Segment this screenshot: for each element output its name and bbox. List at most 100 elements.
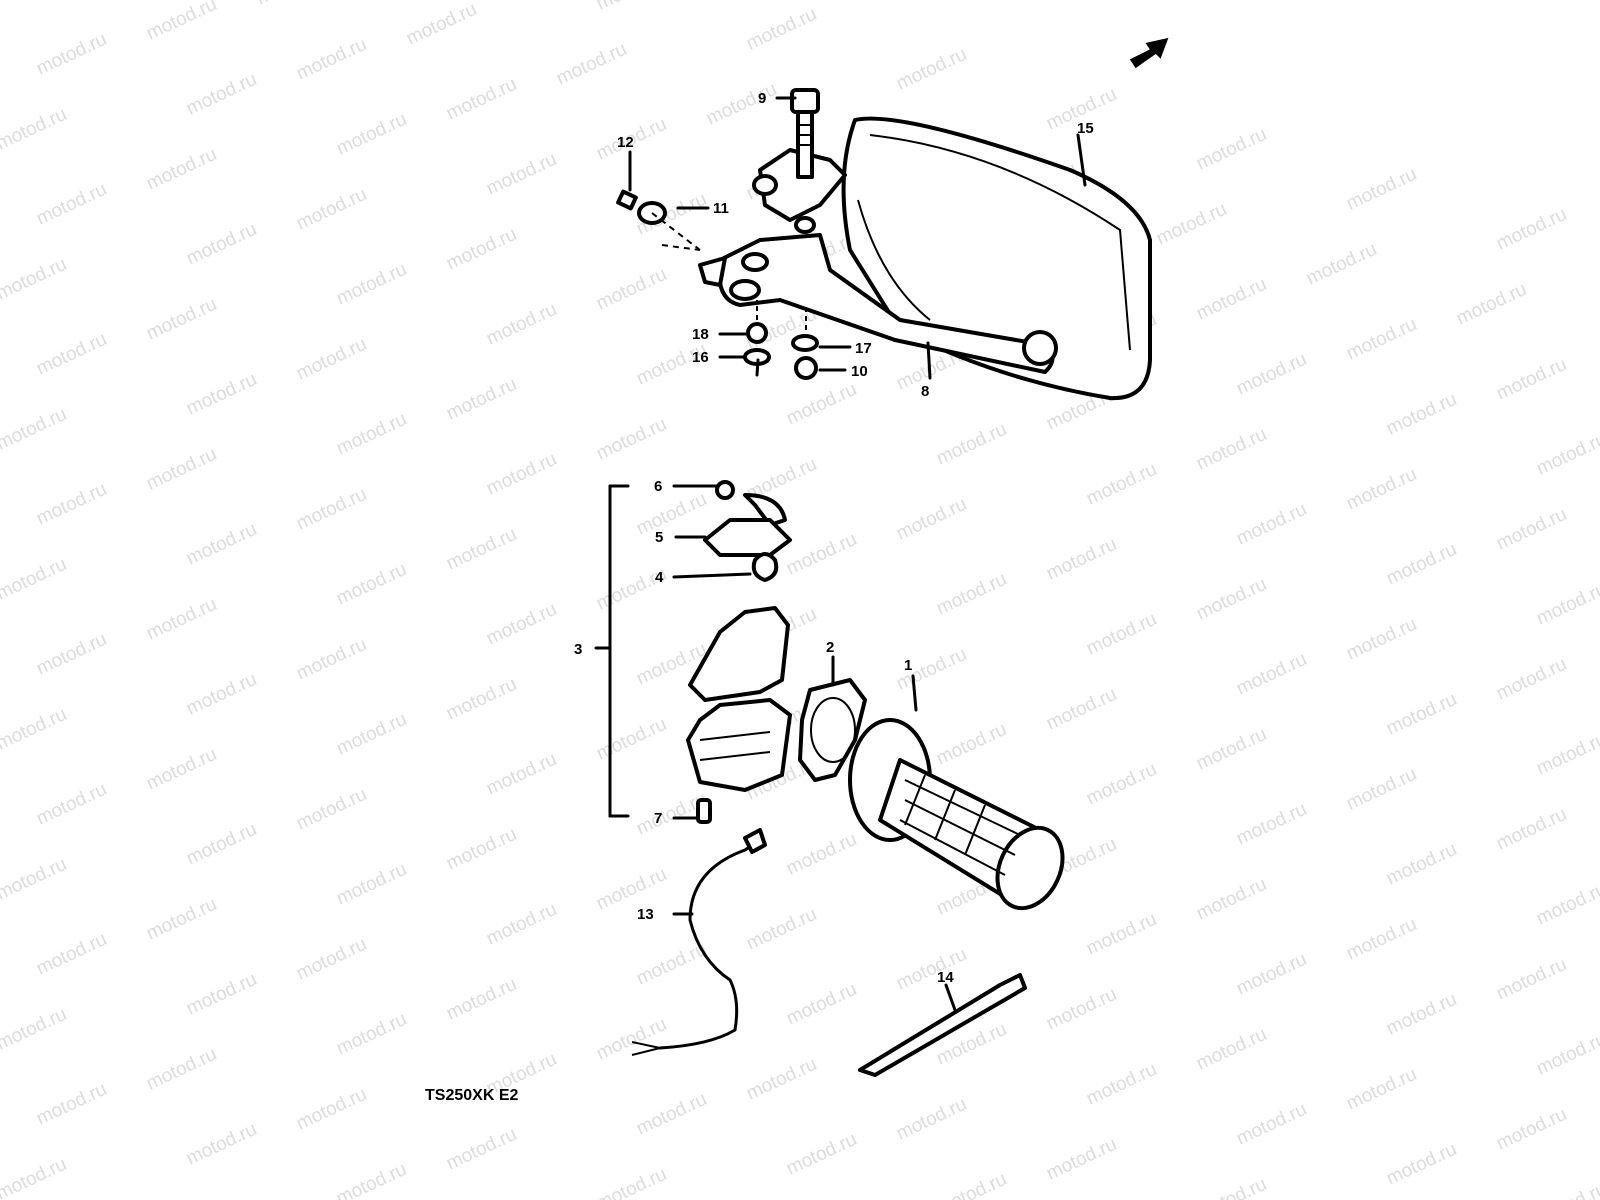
watermark-text: motod.ru — [1383, 389, 1460, 440]
watermark-text: motod.ru — [333, 1159, 410, 1200]
watermark-text: motod.ru — [443, 74, 520, 125]
callout-15: 15 — [1077, 120, 1094, 137]
callout-4: 4 — [655, 569, 664, 586]
watermark-text: motod.ru — [1193, 724, 1270, 775]
watermark-text: motod.ru — [333, 1009, 410, 1060]
callout-13: 13 — [637, 906, 654, 923]
watermark-text: motod.ru — [293, 1084, 370, 1135]
callout-2: 2 — [826, 639, 834, 656]
callout-18: 18 — [692, 326, 709, 343]
switch-assembly — [594, 480, 792, 824]
watermark-text: motod.ru — [1533, 429, 1600, 480]
watermark-text: motod.ru — [0, 0, 70, 5]
watermark-text: motod.ru — [593, 1014, 670, 1065]
watermark-text: motod.ru — [443, 674, 520, 725]
watermark-text: motod.ru — [1083, 909, 1160, 960]
watermark-text: motod.ru — [1453, 279, 1530, 330]
watermark-text: motod.ru — [183, 819, 260, 870]
watermark-text: motod.ru — [293, 184, 370, 235]
watermark-text: motod.ru — [183, 369, 260, 420]
watermark-text: motod.ru — [33, 779, 110, 830]
watermark-text: motod.ru — [143, 0, 220, 45]
watermark-text: motod.ru — [1533, 729, 1600, 780]
watermark-text: motod.ru — [1083, 459, 1160, 510]
watermark-text: motod.ru — [443, 374, 520, 425]
watermark-text: motod.ru — [483, 299, 560, 350]
callout-10: 10 — [851, 363, 868, 380]
watermark-text: motod.ru — [443, 1124, 520, 1175]
watermark-text: motod.ru — [143, 444, 220, 495]
watermark-text: motod.ru — [1233, 949, 1310, 1000]
watermark-text: motod.ru — [1043, 684, 1120, 735]
watermark-text: motod.ru — [0, 854, 70, 905]
watermark-text: motod.ru — [1233, 1099, 1310, 1150]
watermark-text: motod.ru — [633, 1089, 710, 1140]
watermark-text: motod.ru — [443, 524, 520, 575]
watermark-text: motod.ru — [893, 1094, 970, 1145]
watermark-text: motod.ru — [483, 599, 560, 650]
watermark-text: motod.ru — [1343, 464, 1420, 515]
guard-bracket — [698, 148, 1058, 374]
watermark-text: motod.ru — [293, 784, 370, 835]
watermark-text: motod.ru — [293, 484, 370, 535]
watermark-text: motod.ru — [1383, 839, 1460, 890]
watermark-text: motod.ru — [1083, 1059, 1160, 1110]
watermark-text: motod.ru — [743, 904, 820, 955]
watermark-text: motod.ru — [33, 479, 110, 530]
callout-7: 7 — [654, 810, 662, 827]
watermark-text: motod.ru — [483, 749, 560, 800]
watermark-text: motod.ru — [1533, 579, 1600, 630]
watermark-text: motod.ru — [1043, 984, 1120, 1035]
callout-17: 17 — [855, 340, 872, 357]
callout-3: 3 — [574, 641, 582, 658]
watermark-text: motod.ru — [0, 104, 70, 155]
watermark-text: motod.ru — [1193, 574, 1270, 625]
watermark-text: motod.ru — [1383, 989, 1460, 1040]
watermark-text: motod.ru — [1343, 914, 1420, 965]
watermark-text: motod.ru — [143, 744, 220, 795]
watermark-text: motod.ru — [483, 449, 560, 500]
callout-5: 5 — [655, 529, 663, 546]
watermark-text: motod.ru — [1233, 649, 1310, 700]
watermark-text: motod.ru — [1083, 609, 1160, 660]
watermark-text: motod.ru — [293, 634, 370, 685]
watermark-text: motod.ru — [333, 859, 410, 910]
watermark-text: motod.ru — [1343, 314, 1420, 365]
watermark-text: motod.ru — [933, 419, 1010, 470]
watermark-text: motod.ru — [483, 149, 560, 200]
watermark-text: motod.ru — [1343, 614, 1420, 665]
leader-lines — [628, 96, 1087, 1012]
watermark-text: motod.ru — [183, 969, 260, 1020]
watermark-text: motod.ru — [783, 979, 860, 1030]
watermark-text: motod.ru — [333, 109, 410, 160]
watermark-text: motod.ru — [783, 829, 860, 880]
watermark-text: motod.ru — [293, 934, 370, 985]
watermark-text: motod.ru — [633, 489, 710, 540]
watermark-text: motod.ru — [1233, 349, 1310, 400]
watermark-text: motod.ru — [0, 1154, 70, 1200]
watermark-text: motod.ru — [1343, 1064, 1420, 1115]
watermark-text: motod.ru — [893, 944, 970, 995]
watermark-text: motod.ru — [1533, 1029, 1600, 1080]
watermark-text: motod.ru — [1233, 799, 1310, 850]
watermark-text: motod.ru — [1303, 239, 1380, 290]
throttle-grip — [848, 718, 1065, 911]
watermark-text: motod.ru — [183, 219, 260, 270]
watermark-text: motod.ru — [1493, 1104, 1570, 1155]
watermark-text: motod.ru — [933, 569, 1010, 620]
watermark-text: motod.ru — [1233, 499, 1310, 550]
watermark-text: motod.ru — [33, 329, 110, 380]
watermark-text: motod.ru — [333, 559, 410, 610]
watermark-text: motod.ru — [0, 254, 70, 305]
watermark-text: motod.ru — [703, 79, 780, 130]
watermark-text: motod.ru — [783, 379, 860, 430]
watermark-text: motod.ru — [403, 0, 480, 50]
watermark-text: motod.ru — [1083, 759, 1160, 810]
watermark-text: motod.ru — [1493, 204, 1570, 255]
callout-9: 9 — [758, 90, 766, 107]
callout-8: 8 — [921, 383, 929, 400]
watermark-text: motod.ru — [1343, 764, 1420, 815]
callout-16: 16 — [692, 349, 709, 366]
watermark-text: motod.ru — [593, 864, 670, 915]
